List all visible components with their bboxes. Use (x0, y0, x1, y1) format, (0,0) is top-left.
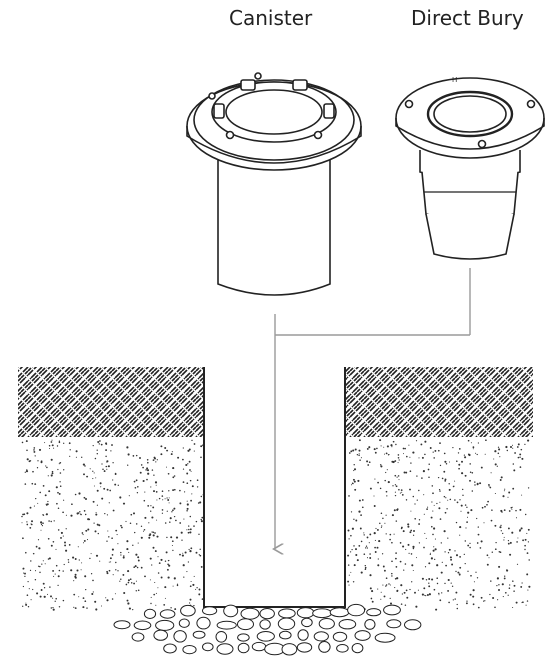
connector-lines (275, 268, 471, 549)
svg-text:H: H (452, 76, 457, 84)
subsoil-speckle (21, 439, 531, 611)
canister-fixture (186, 72, 362, 296)
canister-label: Canister (229, 6, 313, 30)
direct-bury-label: Direct Bury (411, 6, 524, 30)
topsoil-right (345, 367, 533, 437)
ground-cross-section (18, 367, 533, 656)
topsoil-left (18, 367, 204, 437)
gravel-bed (113, 603, 422, 656)
direct-bury-fixture: H (395, 76, 545, 260)
hole-outline (203, 367, 346, 608)
